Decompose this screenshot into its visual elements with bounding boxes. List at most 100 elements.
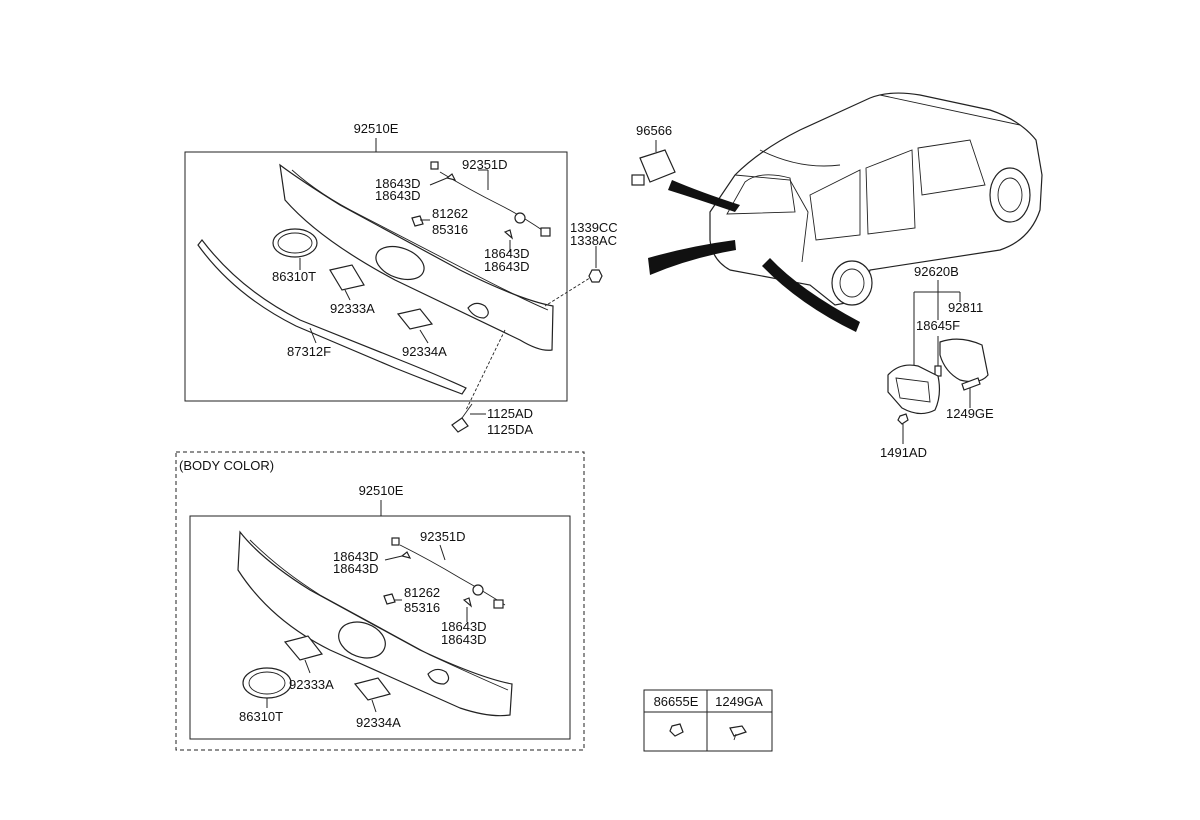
top-kia-emblem-inner <box>277 232 313 254</box>
lens-label: 92811 <box>948 300 983 315</box>
legend-clip-icon <box>669 723 684 737</box>
bottom-assembly-label: 92510E <box>359 483 404 498</box>
bottom-emblem-label: 86310T <box>239 709 283 724</box>
leader-b-pad-a <box>304 659 311 674</box>
vehicle-side-window-3 <box>917 139 986 196</box>
bottom-harness-plug <box>391 537 400 546</box>
leader-moulding <box>309 327 317 344</box>
vehicle-side-window-2 <box>865 149 916 235</box>
top-fastener-b-label: 85316 <box>432 222 468 237</box>
bottom-fastener-a-label: 81262 <box>404 585 440 600</box>
bottom-pad-a-label: 92333A <box>289 677 334 692</box>
bottom-handle-recess <box>427 668 450 685</box>
legend-col2-header: 1249GA <box>715 694 763 709</box>
top-pad-a-label: 92333A <box>330 301 375 316</box>
bottom-harness-connector <box>493 599 504 609</box>
legend-col1-header: 86655E <box>654 694 699 709</box>
bottom-harness-grommet <box>472 584 484 596</box>
bottom-fastener-b-label: 85316 <box>404 600 440 615</box>
top-garnish-edge <box>291 169 549 311</box>
screw-shank <box>461 403 473 419</box>
top-fasteners: 1339CC 1338AC 1125AD 1125DA <box>451 220 618 437</box>
license-lamp-group: 92620B 92811 18645F 1249GE 1491AD <box>880 264 994 460</box>
top-emblem-mount <box>375 245 425 281</box>
legend-screw-icon <box>729 725 747 737</box>
bottom-clip-b-shape <box>462 597 473 608</box>
bottom-harness-wire <box>399 544 506 606</box>
leader-b-harness <box>439 544 446 561</box>
actuator-bracket <box>631 174 645 186</box>
lens-shape <box>939 338 989 383</box>
vehicle-rear-window <box>726 174 796 215</box>
top-harness-wire <box>439 171 546 233</box>
bottom-pad-92334A-shape <box>353 677 392 701</box>
bottom-kia-emblem <box>242 667 292 699</box>
leader-clip-a <box>429 177 448 186</box>
bottom-pad-92333A-shape <box>283 635 324 661</box>
top-moulding-label: 87312F <box>287 344 331 359</box>
vehicle-rear-hub <box>839 268 865 298</box>
top-harness-label: 92351D <box>462 157 508 172</box>
bottom-garnish-panel <box>237 530 513 717</box>
lamp-screw-shape <box>961 377 981 391</box>
screw-a-label: 1125AD <box>487 406 533 421</box>
legend-screw-shank <box>733 733 737 741</box>
nut-b-label: 1338AC <box>570 233 617 248</box>
actuator-label: 96566 <box>636 123 672 138</box>
vehicle-side-window-1 <box>809 169 861 241</box>
vehicle-swoosh-left <box>648 240 736 275</box>
nut-dash-line <box>544 275 594 307</box>
top-clip-a-shape <box>445 173 457 181</box>
top-harness-grommet <box>514 212 526 224</box>
lamp-nut-shape <box>897 413 909 425</box>
bottom-group-frame <box>189 515 571 740</box>
bottom-clip-b1-label: 18643D <box>441 619 487 634</box>
vehicle-front-wheel <box>989 167 1031 223</box>
top-pad-92333A-shape <box>329 264 365 291</box>
bottom-clip-b2-label: 18643D <box>441 632 487 647</box>
top-clip-a1-label: 18643D <box>375 176 421 191</box>
nut-a-label: 1339CC <box>570 220 618 235</box>
legend-table: 86655E 1249GA <box>643 689 773 752</box>
nut-1339CC-shape <box>588 269 603 283</box>
top-handle-recess <box>467 302 489 319</box>
vehicle-rear-wheel <box>831 260 873 306</box>
vehicle-roof-rail <box>879 94 1021 126</box>
legend-frame <box>643 689 773 752</box>
lamp-screw-label: 1249GE <box>946 406 994 421</box>
vehicle-body-outline <box>709 92 1043 306</box>
bottom-fastener-shape <box>383 593 396 605</box>
lamp-assembly-label: 92620B <box>914 264 959 279</box>
vehicle-tailgate-edge <box>734 174 809 263</box>
bottom-clip-a1-label: 18643D <box>333 549 379 564</box>
top-pad-92334A-shape <box>396 308 434 330</box>
bottom-clip-a-shape <box>400 551 412 559</box>
top-pad-b-label: 92334A <box>402 344 447 359</box>
top-harness-plug <box>430 161 439 170</box>
vehicle-view: 96566 <box>631 92 1043 332</box>
top-clip-b1-label: 18643D <box>484 246 530 261</box>
bottom-harness-label: 92351D <box>420 529 466 544</box>
top-clip-b-shape <box>503 229 514 240</box>
screw-b-label: 1125DA <box>487 422 533 437</box>
top-clip-a2-label: 18643D <box>375 188 421 203</box>
leader-pad-a <box>344 289 351 301</box>
top-group: 92510E 92351D 18643D <box>184 121 568 402</box>
actuator-96566-shape <box>639 149 676 183</box>
top-harness-connector <box>540 227 551 237</box>
top-clip-b2-label: 18643D <box>484 259 530 274</box>
bottom-garnish-edge <box>249 539 509 691</box>
lamp-housing-shape <box>887 364 941 415</box>
vehicle-roof-line <box>759 149 841 167</box>
bulb-label: 18645F <box>916 318 960 333</box>
leader-b-pad-b <box>371 699 377 713</box>
top-emblem-label: 86310T <box>272 269 316 284</box>
top-moulding-strip <box>197 239 467 395</box>
lamp-housing-inner <box>895 377 931 403</box>
screw-dash-line <box>465 329 506 411</box>
top-fastener-a-label: 81262 <box>432 206 468 221</box>
body-color-caption: (BODY COLOR) <box>179 458 274 473</box>
bottom-emblem-mount <box>338 621 386 659</box>
